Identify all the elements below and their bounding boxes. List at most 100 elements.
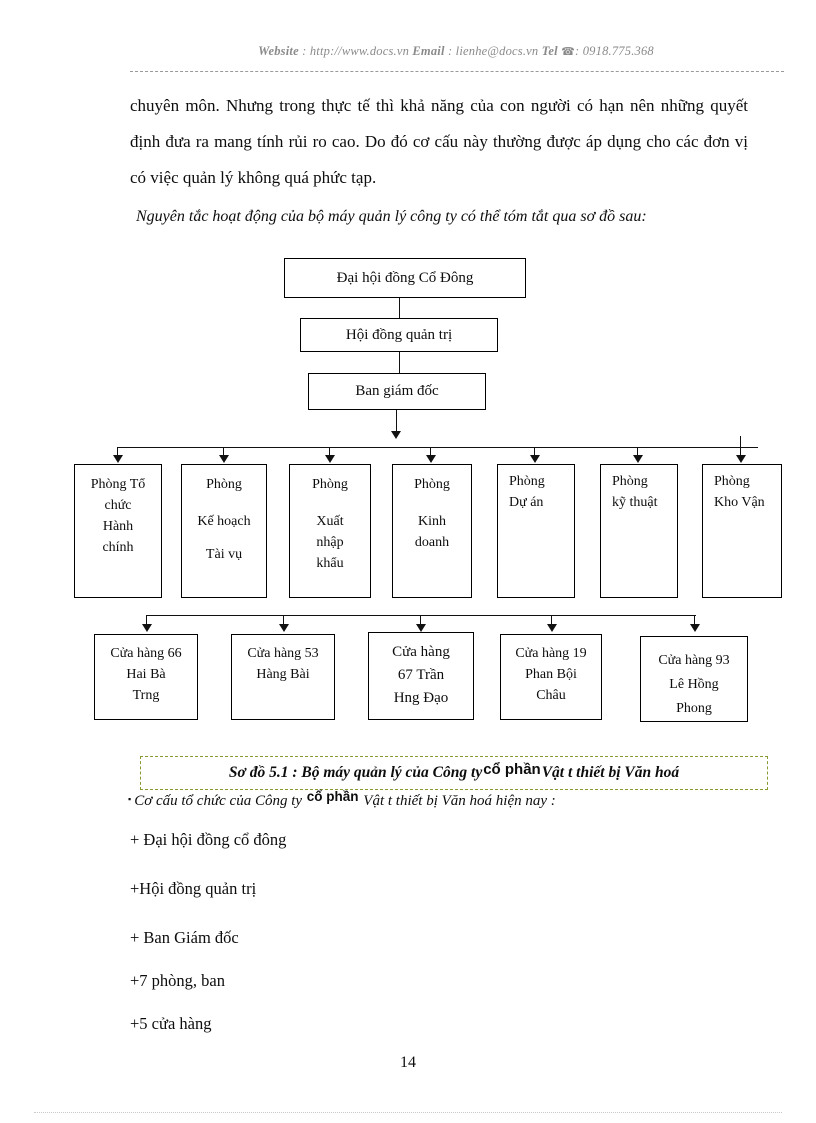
list-item: +5 cửa hàng [130, 1014, 212, 1033]
store-4-line-2: Phan Bội [525, 667, 577, 682]
caption-part-2: Vật t thiết bị Văn hoá [541, 764, 680, 781]
store-5-line-3: Phong [676, 701, 712, 716]
dept-3-line-1: Phòng [312, 477, 348, 492]
dept-5-line-1: Phòng [509, 474, 545, 489]
store-arrow-3 [416, 624, 426, 632]
dept-dropper-2 [223, 447, 225, 458]
footer-divider [34, 1112, 782, 1113]
header-website-sep: : [298, 44, 310, 58]
dept-arrow-7 [736, 455, 746, 463]
dept-2-line-5: Tài vụ [205, 547, 243, 562]
subline-part-1: Cơ cấu tổ chức của Công ty [134, 793, 303, 809]
dept-dropper-5 [534, 447, 536, 458]
dept-arrow-6 [633, 455, 643, 463]
structure-subline: ▪Cơ cấu tổ chức của Công ty cổ phần Vật … [128, 789, 768, 810]
list-item: + Ban Giám đốc [130, 928, 239, 947]
page-number: 14 [400, 1054, 416, 1071]
arrow-director-bus [391, 431, 401, 439]
org-node-store-2: Cửa hàng 53 Hàng Bài [231, 634, 335, 720]
store-arrow-2 [279, 624, 289, 632]
header-email-value[interactable]: lienhe@docs.vn [455, 44, 539, 58]
dept-6-line-2: kỹ thuật [612, 495, 658, 510]
dept-4-line-1: Phòng [414, 477, 450, 492]
dept-4-line-4: doanh [414, 535, 450, 550]
dept-2-line-3: Kế hoạch [197, 514, 251, 529]
dept-arrow-2 [219, 455, 229, 463]
store-2-line-1: Cửa hàng 53 [247, 646, 319, 661]
dept-dropper-7 [740, 436, 742, 458]
header-divider [130, 71, 784, 72]
org-node-assembly-label: Đại hội đồng Cổ Đông [336, 269, 474, 286]
dept-4-line-3: Kinh [418, 514, 446, 529]
org-node-dept-6: Phòng kỹ thuật [600, 464, 678, 598]
org-node-dept-5: Phòng Dự án [497, 464, 575, 598]
org-node-dept-2: Phòng Kế hoạch Tài vụ [181, 464, 267, 598]
dept-dropper-1 [117, 447, 119, 458]
org-node-director-label: Ban giám đốc [355, 383, 439, 399]
org-node-board-label: Hội đồng quản trị [345, 326, 453, 343]
dept-dropper-6 [637, 447, 639, 458]
header-website-url[interactable]: http://www.docs.vn [309, 44, 410, 58]
org-node-store-4: Cửa hàng 19 Phan Bội Châu [500, 634, 602, 720]
connector-director-bus [396, 410, 398, 437]
figure-caption-box: Sơ đồ 5.1 : Bộ máy quản lý của Công tycổ… [140, 756, 768, 790]
store-1-line-1: Cửa hàng 66 [110, 646, 182, 661]
store-dropper-1 [146, 615, 148, 627]
dept-1-line-3: Hành [102, 519, 134, 534]
dept-bus-line [117, 447, 758, 449]
dept-2-line-1: Phòng [206, 477, 242, 492]
org-node-assembly: Đại hội đồng Cổ Đông [284, 258, 526, 298]
org-node-director: Ban giám đốc [308, 373, 486, 410]
dept-1-line-4: chính [102, 540, 134, 555]
dept-arrow-1 [113, 455, 123, 463]
store-4-line-3: Châu [536, 688, 566, 703]
connector-assembly-board [399, 298, 401, 318]
store-arrow-4 [547, 624, 557, 632]
org-node-board: Hội đồng quản trị [300, 318, 498, 352]
paragraph-intro-diagram: Nguyên tắc hoạt động của bộ máy quản lý … [136, 208, 647, 225]
store-dropper-5 [694, 615, 696, 627]
list-item: +7 phòng, ban [130, 971, 226, 990]
dept-2-spacer-2 [182, 532, 266, 544]
telephone-icon: ☎ [561, 45, 576, 58]
dept-1-line-1: Phòng Tổ [90, 477, 146, 492]
page-header: Website : http://www.docs.vn Email : lie… [128, 44, 784, 59]
store-5-line-2: Lê Hồng [669, 677, 719, 692]
store-4-line-1: Cửa hàng 19 [515, 646, 587, 661]
store-dropper-2 [283, 615, 285, 627]
dept-3-line-4: nhập [316, 535, 344, 550]
header-email-sep: : [444, 44, 456, 58]
dept-2-spacer [182, 495, 266, 511]
figure-caption-text: Sơ đồ 5.1 : Bộ máy quản lý của Công tycổ… [229, 761, 680, 782]
dept-7-line-2: Kho Vận [714, 495, 765, 510]
caption-emphasis: cổ phần [483, 761, 541, 778]
square-bullet-icon: ▪ [128, 794, 132, 804]
store-1-line-2: Hai Bà [126, 667, 166, 682]
subline-part-2: Vật t thiết bị Văn hoá hiện nay : [363, 793, 556, 809]
paragraph-continuation: chuyên môn. Nhưng trong thực tế thì khả … [130, 96, 748, 187]
structure-bullet-list: + Đại hội đồng cổ đông +Hội đồng quản tr… [130, 830, 630, 1034]
org-node-dept-3: Phòng Xuất nhập khẩu [289, 464, 371, 598]
list-item: + Đại hội đồng cổ đông [130, 830, 287, 849]
store-dropper-4 [551, 615, 553, 627]
dept-6-line-1: Phòng [612, 474, 648, 489]
dept-3-spacer [290, 495, 370, 511]
connector-board-director [399, 352, 401, 373]
header-tel-sep: : [575, 44, 583, 58]
dept-1-line-2: chức [104, 498, 132, 513]
org-node-store-3: Cửa hàng 67 Trần Hng Đạo [368, 632, 474, 720]
dept-4-spacer [393, 495, 471, 511]
dept-dropper-3 [329, 447, 331, 458]
store-3-line-1: Cửa hàng [392, 644, 450, 660]
dept-3-line-5: khẩu [316, 556, 344, 571]
dept-dropper-4 [430, 447, 432, 458]
header-website-label: Website [258, 44, 299, 58]
list-item: +Hội đồng quản trị [130, 879, 257, 898]
store-arrow-5 [690, 624, 700, 632]
header-tel-label: Tel [541, 44, 558, 58]
store-3-line-3: Hng Đạo [393, 690, 449, 706]
subline-emphasis: cổ phần [306, 789, 359, 804]
header-email-label: Email [412, 44, 445, 58]
